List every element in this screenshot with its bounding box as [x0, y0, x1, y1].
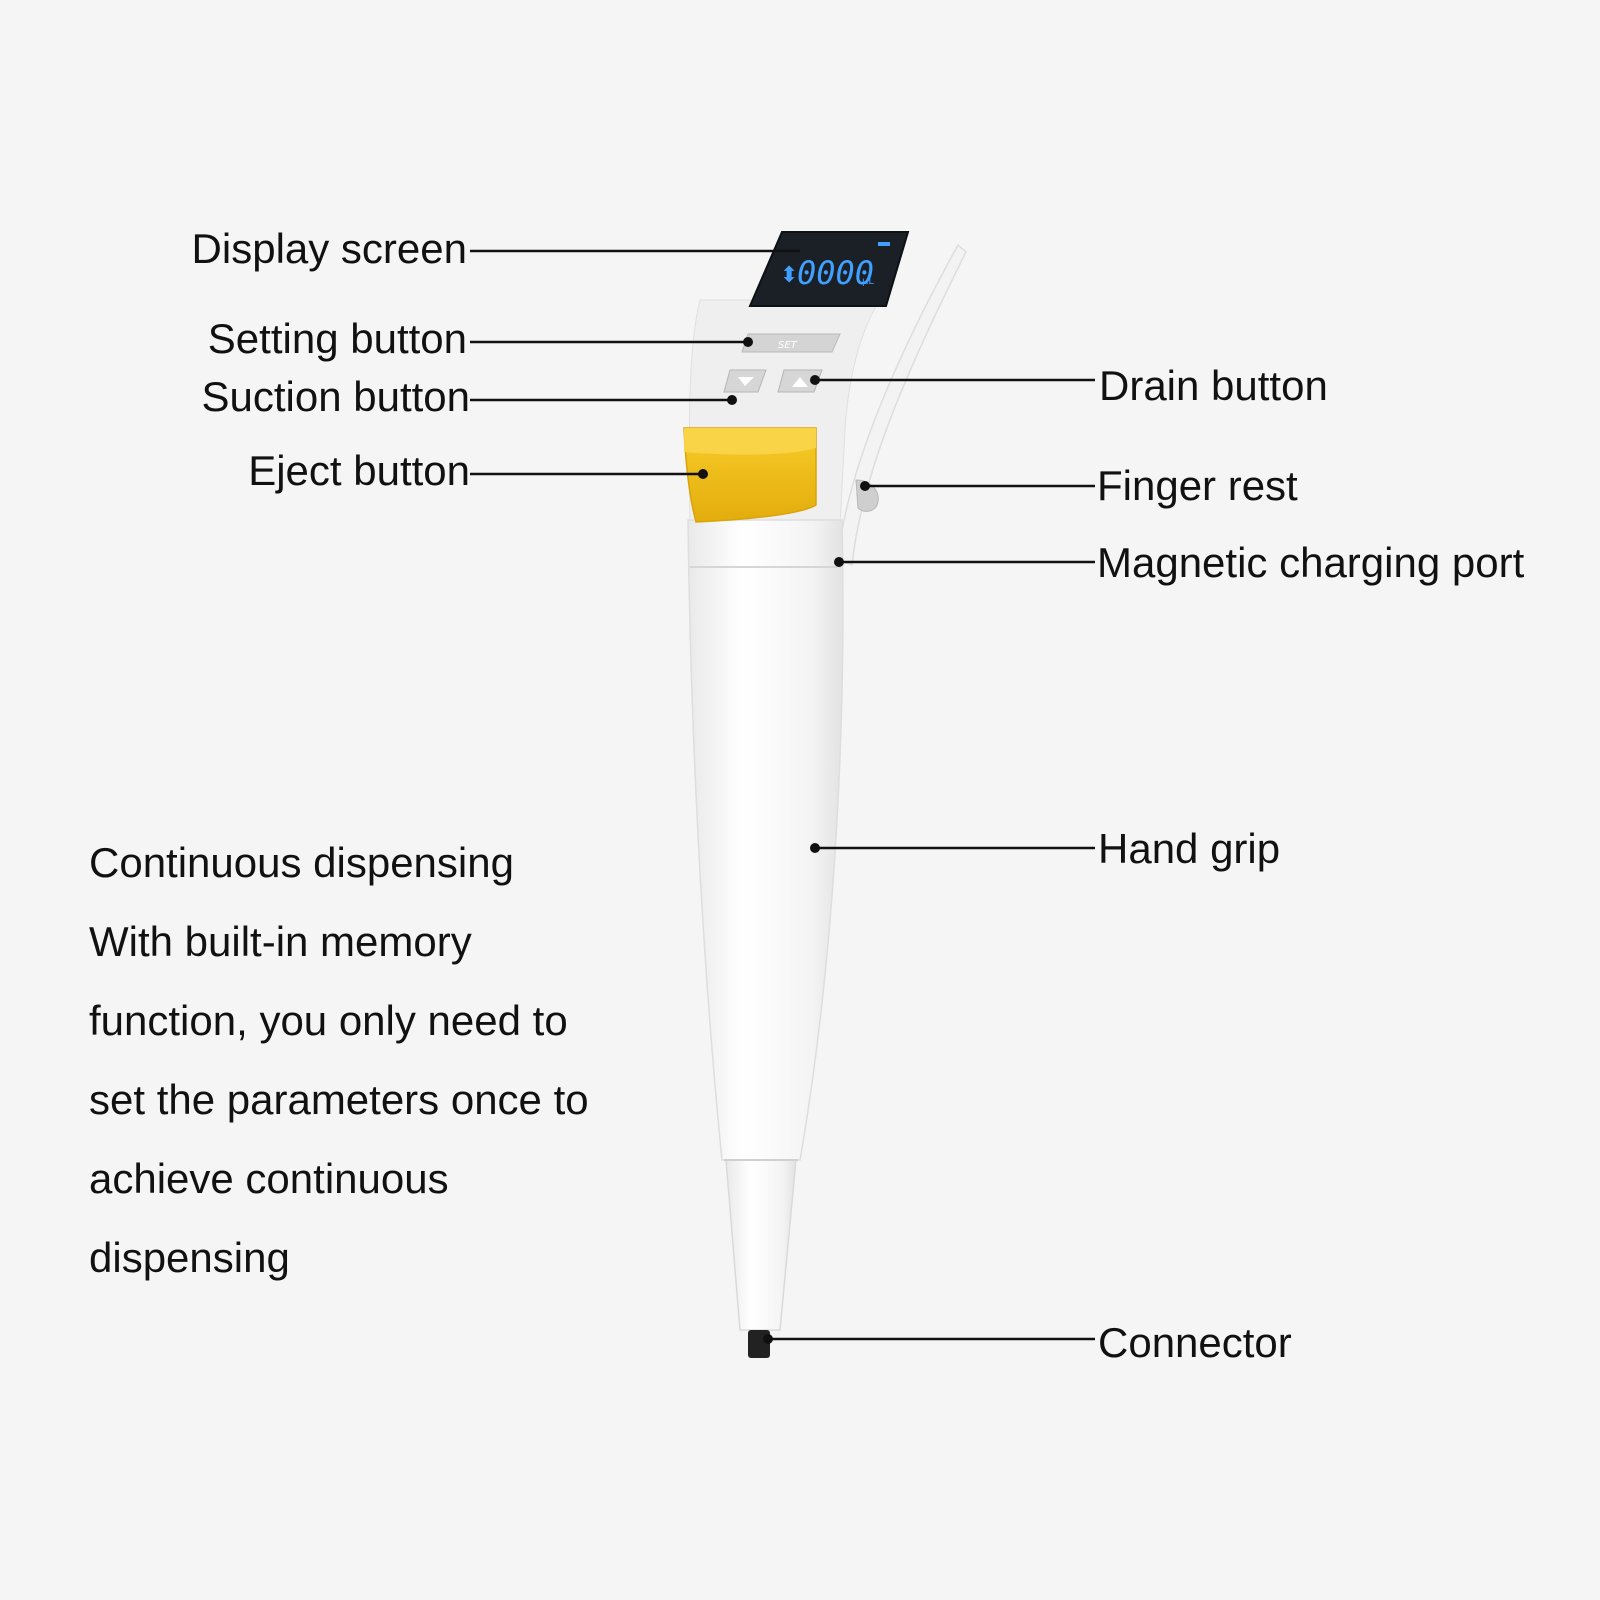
- leader-dot-eject: [698, 469, 708, 479]
- leader-dot-drain: [810, 375, 820, 385]
- display-readout: 0000: [797, 254, 874, 292]
- description-line: function, you only need to: [89, 997, 568, 1044]
- label-hand-grip: Hand grip: [1098, 825, 1281, 872]
- label-drain-button: Drain button: [1099, 362, 1328, 409]
- label-connector: Connector: [1098, 1319, 1292, 1366]
- description-line: set the parameters once to: [89, 1076, 589, 1123]
- label-suction-button: Suction button: [201, 373, 470, 420]
- leader-dot-finger-rest: [860, 481, 870, 491]
- feature-description: Continuous dispensing With built-in memo…: [89, 840, 589, 1314]
- label-eject-button: Eject button: [248, 447, 470, 494]
- leader-lines: [470, 249, 1095, 1344]
- description-line: dispensing: [89, 1234, 290, 1281]
- down-arrow-icon: [738, 377, 754, 386]
- finger-hook: [837, 243, 967, 567]
- label-setting-button: Setting button: [207, 315, 467, 362]
- setting-button-text: SET: [778, 340, 798, 351]
- leader-dot-suction: [727, 395, 737, 405]
- description-line: With built-in memory: [89, 918, 472, 965]
- label-magnetic-charging-port: Magnetic charging port: [1097, 539, 1525, 586]
- label-finger-rest: Finger rest: [1097, 462, 1298, 509]
- label-display-screen: Display screen: [191, 225, 467, 272]
- leader-dot-hand-grip: [810, 843, 820, 853]
- up-arrow-icon: [792, 377, 808, 387]
- display-unit: μL: [862, 276, 874, 287]
- leader-dot-connector: [763, 1334, 773, 1344]
- leader-dot-setting: [743, 337, 753, 347]
- screen-arrow-icon: ⬍: [780, 263, 798, 288]
- screen-indicator-icon: [878, 242, 890, 246]
- description-line: achieve continuous: [89, 1155, 449, 1202]
- description-line: Continuous dispensing: [89, 839, 514, 886]
- eject-button-top: [684, 428, 816, 455]
- leader-dot-charging-port: [834, 557, 844, 567]
- lower-shaft: [725, 1159, 797, 1331]
- setting-button: [741, 333, 841, 353]
- hand-grip: [687, 519, 844, 1161]
